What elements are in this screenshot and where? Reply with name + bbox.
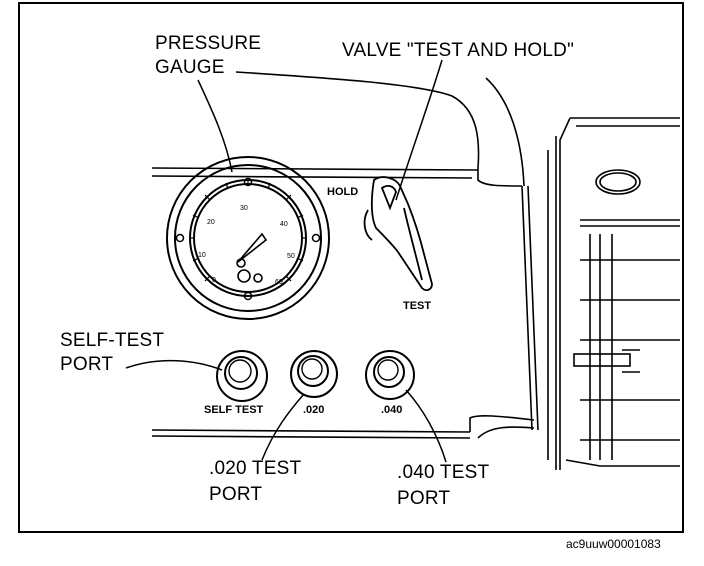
test-label: TEST — [403, 300, 432, 312]
pressure-gauge — [166, 156, 330, 320]
port-040-label-line1: .040 TEST — [397, 462, 490, 483]
figure-border — [18, 2, 684, 533]
port-020-panel-label: .020 — [303, 404, 325, 416]
self-test-panel-label: SELF TEST — [204, 404, 264, 416]
port-040-panel-label: .040 — [381, 404, 403, 416]
port-020-label-line2: PORT — [209, 484, 263, 505]
pressure-gauge-label-line1: PRESSURE — [155, 33, 262, 54]
gauge-tick-60: 60 — [275, 279, 283, 286]
port-040 — [365, 350, 415, 400]
self-test-port — [216, 350, 268, 402]
figure-id: ac9uuw00001083 — [566, 537, 661, 551]
port-020 — [290, 350, 338, 398]
gauge-tick-40: 40 — [280, 221, 288, 228]
tester-panel — [151, 71, 539, 439]
hold-label: HOLD — [327, 186, 359, 198]
valve-label: VALVE "TEST AND HOLD" — [342, 40, 575, 61]
pressure-gauge-label-line2: GAUGE — [155, 57, 225, 78]
gauge-tick-50: 50 — [287, 253, 295, 260]
port-020-label-line1: .020 TEST — [209, 458, 302, 479]
test-hold-valve — [363, 176, 433, 291]
gauge-tick-0: 0 — [212, 277, 216, 284]
gauge-tick-20: 20 — [207, 219, 215, 226]
self-test-port-label-line2: PORT — [60, 354, 114, 375]
leader-lines — [125, 59, 447, 463]
gauge-tick-10: 10 — [198, 252, 206, 259]
self-test-port-label-line1: SELF-TEST — [60, 330, 165, 351]
side-unit — [547, 117, 680, 470]
port-040-label-line2: PORT — [397, 488, 451, 509]
gauge-tick-30: 30 — [240, 205, 248, 212]
